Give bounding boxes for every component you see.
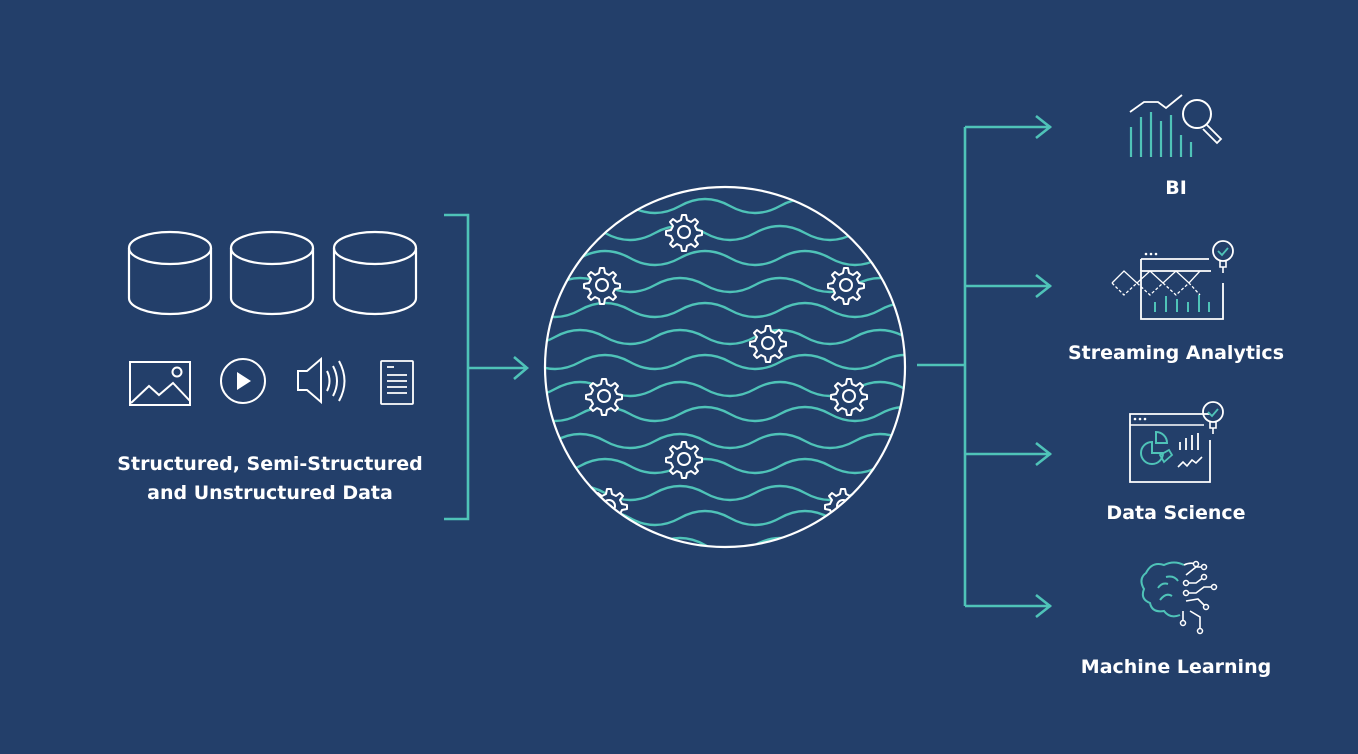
data-science-dashboard-icon	[1129, 401, 1224, 483]
sources-label-line2: and Unstructured Data	[147, 482, 393, 504]
speaker-icon	[297, 356, 346, 405]
sources-label-line1: Structured, Semi-Structured	[117, 453, 423, 475]
bi-chart-magnifier-icon	[1129, 94, 1223, 157]
gear-icon	[585, 378, 623, 416]
input-bracket	[444, 213, 530, 521]
sources-label: Structured, Semi-Structured and Unstruct…	[100, 450, 440, 508]
gear-icon	[665, 214, 703, 252]
document-icon	[380, 360, 414, 405]
output-label-machine-learning: Machine Learning	[1080, 656, 1272, 678]
database-icon-3	[332, 230, 418, 316]
brain-circuit-icon	[1140, 560, 1218, 635]
gear-icon	[749, 325, 787, 363]
gear-icon	[830, 378, 868, 416]
output-label-streaming-analytics: Streaming Analytics	[1067, 342, 1284, 364]
play-icon	[220, 358, 266, 404]
output-branches	[917, 114, 1053, 619]
database-icon-2	[229, 230, 315, 316]
data-lake-circle	[543, 185, 907, 549]
output-label-bi: BI	[1165, 177, 1187, 199]
gear-icon	[827, 267, 865, 305]
gear-icon	[665, 441, 703, 479]
output-label-data-science: Data Science	[1106, 502, 1246, 524]
streaming-dashboard-icon	[1111, 240, 1234, 320]
database-icon-1	[127, 230, 213, 316]
image-icon	[129, 361, 191, 406]
gear-icon	[824, 488, 862, 526]
gear-icon	[583, 267, 621, 305]
